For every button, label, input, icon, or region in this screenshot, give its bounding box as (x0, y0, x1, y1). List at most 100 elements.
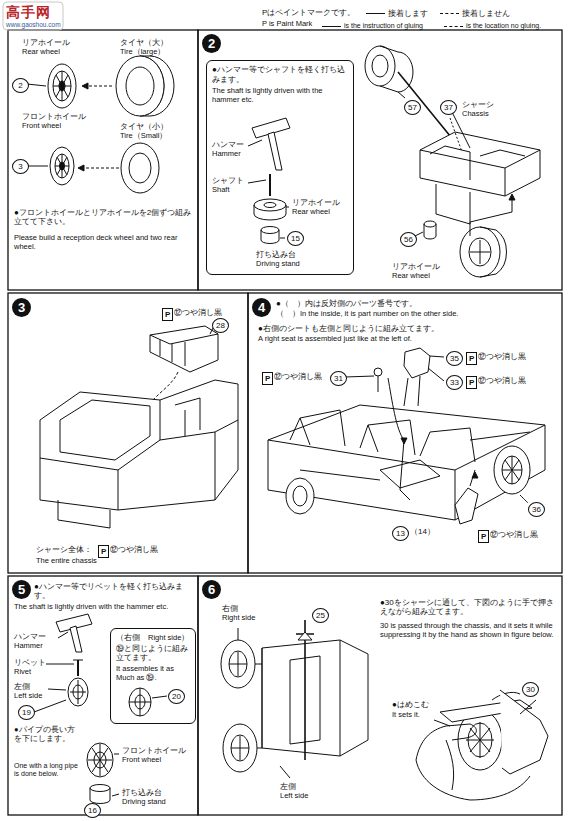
part-label: ●パイプの長い方を下にします。 (14, 726, 78, 743)
paint-mark: P (478, 530, 489, 543)
legend-line (440, 13, 459, 14)
paint-mark: P (466, 352, 477, 365)
callout-number: 31 (330, 371, 347, 386)
callout-number: 56 (400, 232, 417, 247)
paint-mark: P (262, 372, 273, 385)
step-label: 3 (12, 298, 31, 317)
part-label: Left side (14, 692, 42, 701)
part-label: ●フロントホイールとリアホイールを2個ずつ組み立てて下さい。 (14, 208, 192, 226)
note-text: ⑲と同じように組み立てます。 (116, 644, 190, 662)
note-text: ●ハンマー等でシャフトを軽く打ち込みます。 (212, 65, 348, 84)
part-label: It sets it. (392, 711, 420, 720)
part-label: シャフト (212, 176, 244, 185)
part-label: Front wheel (122, 756, 161, 765)
part-label: Rivet (14, 668, 31, 677)
step-label: 5 (12, 580, 31, 599)
callout-number: 13 (392, 526, 409, 541)
part-label: ⑫つや消し黒 (274, 372, 322, 381)
callout-number: 28 (212, 318, 229, 333)
callout-number: 25 (312, 608, 329, 623)
paint-mark: P (466, 376, 477, 389)
part-label: Please build a reception deck wheel and … (14, 234, 192, 251)
part-label: One with a long pipe is done below. (14, 762, 80, 778)
step-number: 6 (202, 580, 221, 599)
callout-number: 3 (12, 159, 29, 174)
part-label: Driving stand (122, 798, 166, 807)
callout-number: 15 (287, 231, 304, 246)
part-label: ●ハンマー等でリベットを軽く打ち込みます。 (34, 582, 194, 600)
part-label: リアホイール (292, 198, 340, 207)
callout-number: 35 (446, 351, 463, 366)
part-label: シャーシ全体： (36, 545, 92, 554)
watermark: 高手网 (6, 4, 51, 20)
part-label: 左側 (280, 782, 296, 791)
part-label: ⑫つや消し黒 (110, 545, 158, 554)
callout-number: 16 (84, 803, 101, 818)
legend-text: is the location no gluing. (466, 22, 541, 29)
callout-number: 19 (18, 705, 35, 720)
callout-number: 57 (404, 100, 421, 115)
legend-item: 接着します (366, 8, 428, 19)
part-label: ●はめこむ (392, 700, 429, 709)
step-number: 4 (252, 298, 271, 317)
callout-number: 37 (440, 100, 457, 115)
part-label: P is Paint Mark (262, 20, 312, 29)
part-label: タイヤ（大） (120, 38, 168, 47)
step-number: 5 (12, 580, 31, 599)
legend-line (366, 13, 385, 14)
note-box: （右側 Right side） ⑲と同じように組み立てます。 It assemble… (110, 628, 196, 724)
callout-number: 30 (522, 682, 539, 697)
part-label: Tire（large） (120, 48, 165, 57)
part-label: Shaft (212, 186, 230, 195)
watermark: www.gaoshou.com (6, 21, 61, 28)
callout-number: 20 (168, 689, 185, 704)
part-label: The shaft is lightly driven with the ham… (14, 603, 196, 612)
part-label: Hammer (212, 150, 241, 159)
part-label: Rear wheel (292, 208, 330, 217)
legend-item: 接着しません (440, 8, 510, 19)
note-text: （右側 Right side） (116, 633, 190, 642)
part-label: Hammer (14, 642, 43, 651)
part-label: ハンマー (212, 140, 244, 149)
part-label: Driving stand (256, 260, 300, 269)
callout-number: 2 (12, 78, 29, 93)
part-label: Right side (222, 614, 255, 623)
part-label: 打ち込み台 (122, 788, 162, 797)
part-label: Rear wheel (392, 272, 430, 281)
legend-text: 接着しません (462, 9, 510, 18)
part-label: （14） (410, 527, 435, 536)
part-label: ⑫つや消し黒 (174, 308, 222, 317)
part-label: ●30をシャーシに通して、下図のように手で押さえながら組み立てます。 (380, 598, 558, 616)
part-label: Left side (280, 792, 308, 801)
step-label: 4 (252, 298, 271, 317)
paint-mark: P (98, 545, 109, 558)
part-label: 左側 (14, 682, 30, 691)
part-label: ⑫つや消し黒 (478, 376, 526, 385)
part-label: リベット (14, 658, 46, 667)
part-label: ●（ ）内は反対側のパーツ番号です。 (276, 299, 417, 308)
part-label: タイヤ（小） (120, 122, 168, 131)
step-number: 2 (202, 34, 221, 53)
legend-text: 接着します (388, 9, 428, 18)
part-label: リアホイール (392, 262, 440, 271)
legend-line (322, 26, 341, 27)
part-label: 30 is passed through the chassis, and it… (380, 622, 558, 639)
part-label: Tire（Small） (120, 132, 167, 141)
legend-text: is the instruction of gluing (344, 22, 423, 29)
part-label: ●右側のシートも左側と同じように組み立てます。 (258, 324, 439, 333)
part-label: Rear wheel (22, 48, 60, 57)
part-label: Front wheel (22, 122, 61, 131)
part-label: The entire chassis (36, 557, 97, 566)
note-text: The shaft is lightly driven with the ham… (212, 86, 348, 104)
step-label: 2 (202, 34, 221, 53)
legend-item: is the location no gluing. (444, 20, 541, 31)
step-number: 3 (12, 298, 31, 317)
part-label: リアホイール (22, 38, 70, 47)
part-label: 打ち込み台 (256, 250, 296, 259)
note-text: It assembles it as Much as ⑲. (116, 664, 190, 682)
callout-number: 36 (528, 502, 545, 517)
part-label: フロントホイール (122, 746, 186, 755)
step-label: 6 (202, 580, 221, 599)
